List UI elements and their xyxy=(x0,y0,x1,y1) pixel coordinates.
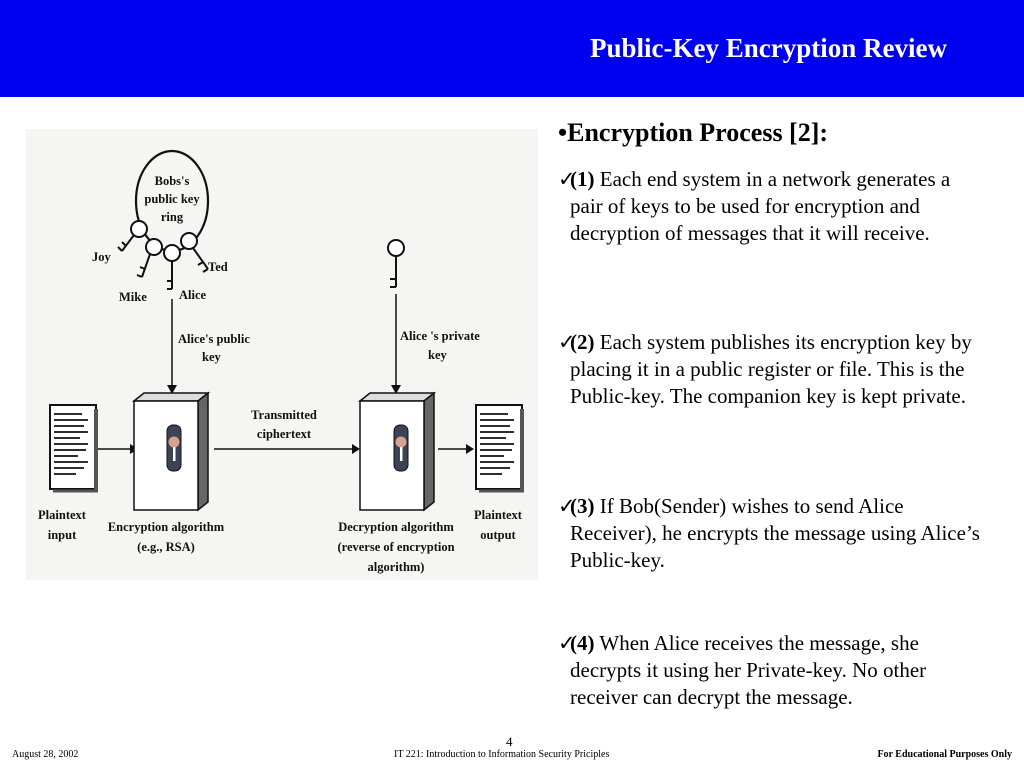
ring-label-1: Bobs's xyxy=(155,174,190,188)
alice-private-label-2: key xyxy=(428,348,448,362)
decryption-box-icon xyxy=(357,391,437,512)
decryption-algorithm-label-1: Decryption algorithm xyxy=(338,520,454,534)
check-icon: ✓ xyxy=(558,330,576,354)
alice-public-label-2: key xyxy=(202,350,222,364)
step-text: Each system publishes its encryption key… xyxy=(570,330,972,408)
footer-notice: For Educational Purposes Only xyxy=(877,749,1012,760)
transmit-arrowhead xyxy=(352,444,360,454)
heading-bullet: • xyxy=(558,118,568,147)
alice-private-label-1: Alice 's private xyxy=(400,329,480,343)
plaintext-output-label-2: output xyxy=(480,528,516,542)
footer-date: August 28, 2002 xyxy=(12,749,79,760)
footer-course: IT 221: Introduction to Information Secu… xyxy=(394,749,610,760)
plaintext-output-document-icon xyxy=(475,404,524,493)
encryption-algorithm-label-2: (e.g., RSA) xyxy=(137,540,195,554)
check-icon: ✓ xyxy=(558,494,576,518)
joy-label: Joy xyxy=(92,250,112,264)
alice-key-icon xyxy=(163,244,181,290)
encryption-diagram: Bobs's public key ring Joy xyxy=(26,129,538,580)
private-key-arrowhead xyxy=(391,385,401,394)
plaintext-output-label-1: Plaintext xyxy=(474,508,523,522)
encryption-algorithm-label-1: Encryption algorithm xyxy=(108,520,225,534)
step-text: Each end system in a network generates a… xyxy=(570,167,951,245)
step-number: (3) xyxy=(570,494,595,518)
alice-label: Alice xyxy=(179,288,207,302)
process-step-4: ✓ (4) When Alice receives the message, s… xyxy=(558,630,988,711)
step-text: If Bob(Sender) wishes to send Alice Rece… xyxy=(570,494,980,572)
decryption-algorithm-label-3: algorithm) xyxy=(368,560,425,574)
title-bar: Public-Key Encryption Review xyxy=(0,0,1024,97)
mike-key-icon xyxy=(136,238,163,278)
decryption-algorithm-label-2: (reverse of encryption xyxy=(337,540,454,554)
mike-label: Mike xyxy=(119,290,147,304)
process-step-2: ✓ (2) Each system publishes its encrypti… xyxy=(558,329,988,410)
plaintext-input-label-2: input xyxy=(48,528,77,542)
check-icon: ✓ xyxy=(558,631,576,655)
diagram-svg: Bobs's public key ring Joy xyxy=(38,149,524,574)
plaintext-input-document-icon xyxy=(49,404,98,493)
plaintext-input-label-1: Plaintext xyxy=(38,508,87,522)
encryption-box-icon xyxy=(131,391,211,512)
section-heading: •Encryption Process [2]: xyxy=(558,118,828,148)
heading-text: Encryption Process [2]: xyxy=(567,118,829,147)
step-number: (1) xyxy=(570,167,595,191)
ring-label-3: ring xyxy=(161,210,184,224)
page-number: 4 xyxy=(506,734,513,749)
alice-public-label-1: Alice's public xyxy=(178,332,250,346)
process-step-3: ✓ (3) If Bob(Sender) wishes to send Alic… xyxy=(558,493,988,574)
check-icon: ✓ xyxy=(558,167,576,191)
public-key-arrowhead xyxy=(167,385,177,394)
ring-label-2: public key xyxy=(144,192,200,206)
slide-title: Public-Key Encryption Review xyxy=(590,33,947,63)
step-number: (4) xyxy=(570,631,595,655)
ted-label: Ted xyxy=(208,260,228,274)
step-number: (2) xyxy=(570,330,595,354)
process-step-1: ✓ (1) Each end system in a network gener… xyxy=(558,166,988,247)
transmitted-label-2: ciphertext xyxy=(257,427,312,441)
private-key-icon xyxy=(387,239,405,288)
transmitted-label-1: Transmitted xyxy=(251,408,317,422)
step-text: When Alice receives the message, she dec… xyxy=(570,631,927,709)
ted-key-icon xyxy=(180,232,209,273)
output-arrowhead xyxy=(466,444,474,454)
joy-key-icon xyxy=(117,220,148,252)
